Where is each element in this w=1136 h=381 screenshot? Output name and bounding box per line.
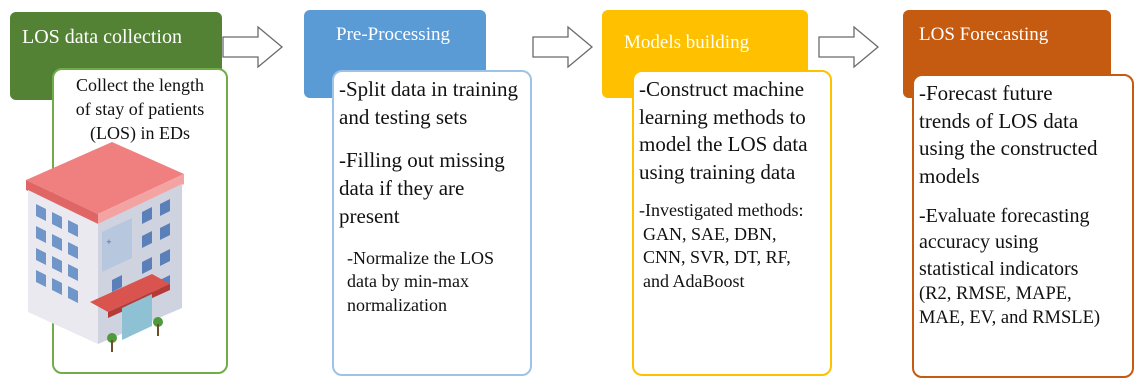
stage-4-p1-line-3: using the constructed	[919, 136, 1098, 161]
stage-4-p1-line-4: models	[919, 164, 980, 189]
stage-1-line-1: Collect the length	[76, 75, 204, 95]
stage-1-line-2: of stay of patients	[75, 98, 205, 119]
stage-4-p2-line-1: -Evaluate forecasting	[919, 204, 1090, 227]
stage-4-title: LOS Forecasting	[919, 24, 1049, 45]
stage-2-p2-line-1: -Filling out missing	[339, 148, 505, 173]
stage-2-p1-line-1: -Split data in training	[339, 77, 519, 101]
stage-1-line-3: (LOS) in EDs	[90, 122, 190, 143]
stage-2-p3-line-2: data by min-max	[347, 271, 469, 292]
stage-2-p1-line-2: and testing sets	[339, 104, 468, 129]
hospital-building-icon: +	[26, 142, 184, 352]
right-arrow-icon	[818, 25, 880, 69]
stage-3-p1-line-3: model the LOS data	[639, 132, 808, 157]
stage-3-p1-line-1: -Construct machine	[639, 77, 805, 101]
stage-2-title: Pre-Processing	[336, 24, 450, 45]
stage-1-title: LOS data collection	[22, 26, 182, 48]
stage-3-title: Models building	[624, 32, 750, 53]
stage-3-p2-line-2: GAN, SAE, DBN,	[643, 223, 777, 244]
stage-4-card: -Forecast future trends of LOS data usin…	[912, 74, 1134, 378]
stage-4-p1-line-2: trends of LOS data	[919, 108, 1079, 133]
stage-4-p2-line-4: (R2, RMSE, MAPE,	[919, 284, 1072, 305]
left-windows	[36, 204, 78, 303]
stage-4-p2-line-3: statistical indicators	[919, 257, 1079, 280]
stage-4-p2-line-2: accuracy using	[919, 231, 1039, 254]
right-windows	[112, 199, 170, 300]
stage-4-p2-line-5: MAE, EV, and RMSLE)	[919, 308, 1101, 329]
stage-3-p1-line-4: using training data	[639, 160, 796, 185]
stage-4-p1-line-1: -Forecast future	[919, 81, 1053, 105]
stage-2-p3-line-3: normalization	[347, 295, 447, 316]
stage-3-p2-line-4: and AdaBoost	[643, 271, 745, 292]
stage-2-p2-line-2: data if they are	[339, 176, 465, 201]
stage-3-p2-line-1: -Investigated methods:	[639, 199, 804, 220]
right-arrow-icon	[532, 25, 594, 69]
stage-3-p2-line-3: CNN, SVR, DT, RF,	[643, 247, 791, 268]
right-arrow-icon	[222, 25, 284, 69]
stage-2-p2-line-3: present	[339, 203, 400, 228]
stage-3-p1-line-2: learning methods to	[639, 104, 806, 129]
sign-mark: +	[106, 238, 112, 246]
stage-3-card: -Construct machine learning methods to m…	[632, 70, 832, 376]
stage-2-card: -Split data in training and testing sets…	[332, 70, 532, 376]
stage-2-p3-line-1: -Normalize the LOS	[347, 247, 494, 268]
